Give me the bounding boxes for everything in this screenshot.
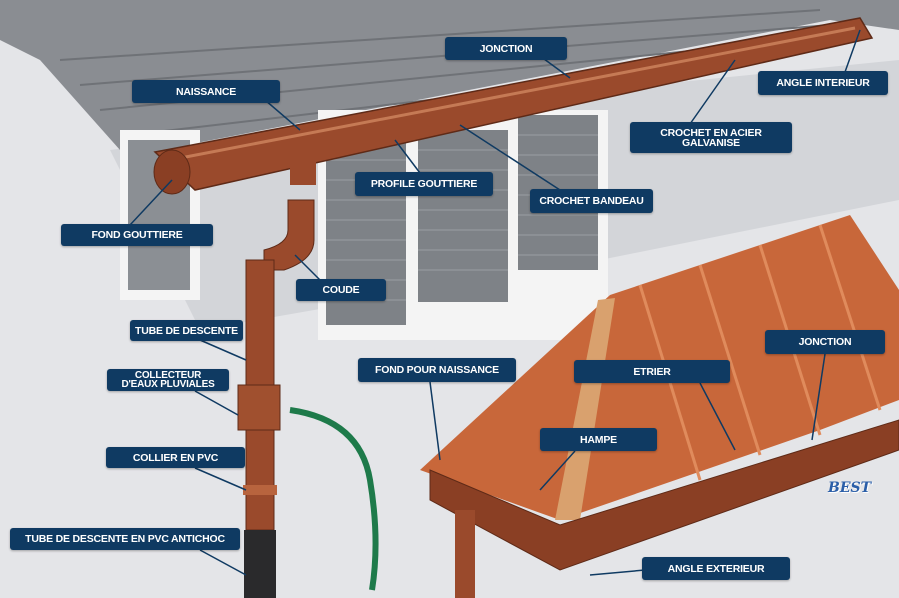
outlet	[290, 145, 316, 185]
label-angle-exterieur: ANGLE EXTERIEUR	[642, 557, 790, 580]
hip-ridge	[555, 298, 615, 520]
label-profile-gouttiere: PROFILE GOUTTIERE	[355, 172, 493, 196]
label-collier-pvc: COLLIER EN PVC	[106, 447, 245, 468]
collar	[243, 485, 277, 495]
label-angle-interieur: ANGLE INTERIEUR	[758, 71, 888, 95]
downpipe-pvc	[244, 530, 276, 598]
lower-gutter	[429, 419, 899, 571]
label-naissance: NAISSANCE	[132, 80, 280, 103]
collector	[237, 384, 281, 431]
label-tube-antichoc: TUBE DE DESCENTE EN PVC ANTICHOC	[10, 528, 240, 550]
leader-lines	[129, 29, 861, 576]
label-etrier: ETRIER	[574, 360, 730, 383]
label-hampe: HAMPE	[540, 428, 657, 451]
label-fond-naissance: FOND POUR NAISSANCE	[358, 358, 516, 382]
best-logo: BEST	[828, 480, 872, 496]
label-coude: COUDE	[296, 279, 386, 301]
label-crochet-bandeau: CROCHET BANDEAU	[530, 189, 653, 213]
label-fond-gouttiere: FOND GOUTTIERE	[61, 224, 213, 246]
label-crochet-acier: CROCHET EN ACIER GALVANISE	[630, 122, 792, 153]
label-collecteur: COLLECTEUR D'EAUX PLUVIALES	[107, 369, 229, 391]
label-tube-descente: TUBE DE DESCENTE	[130, 320, 243, 341]
label-jonction-bottom: JONCTION	[765, 330, 885, 354]
gutter-end-cap	[153, 149, 191, 195]
lower-downpipe	[455, 510, 475, 598]
gutter-highlight	[169, 26, 856, 162]
label-jonction-top: JONCTION	[445, 37, 567, 60]
garden-hose	[289, 407, 379, 591]
